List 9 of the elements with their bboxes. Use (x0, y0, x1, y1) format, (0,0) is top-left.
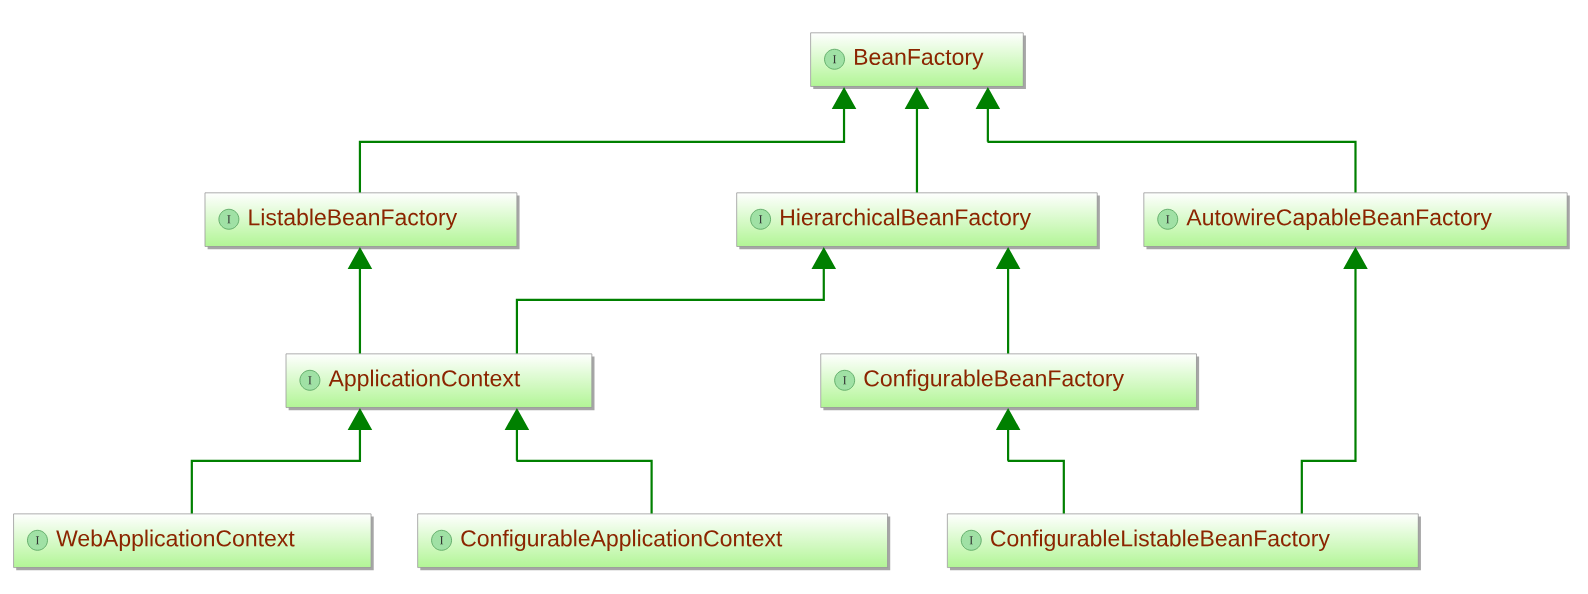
interface-badge: I (960, 529, 982, 551)
interface-badge: I (824, 48, 845, 70)
interface-badge: I (1157, 208, 1179, 230)
interface-badge: I (218, 208, 240, 230)
interface-badge: I (750, 208, 771, 230)
interface-badge: I (27, 529, 48, 551)
interface-badge: I (834, 369, 856, 391)
interface-badge: I (431, 529, 452, 551)
interface-badge: I (299, 369, 321, 391)
